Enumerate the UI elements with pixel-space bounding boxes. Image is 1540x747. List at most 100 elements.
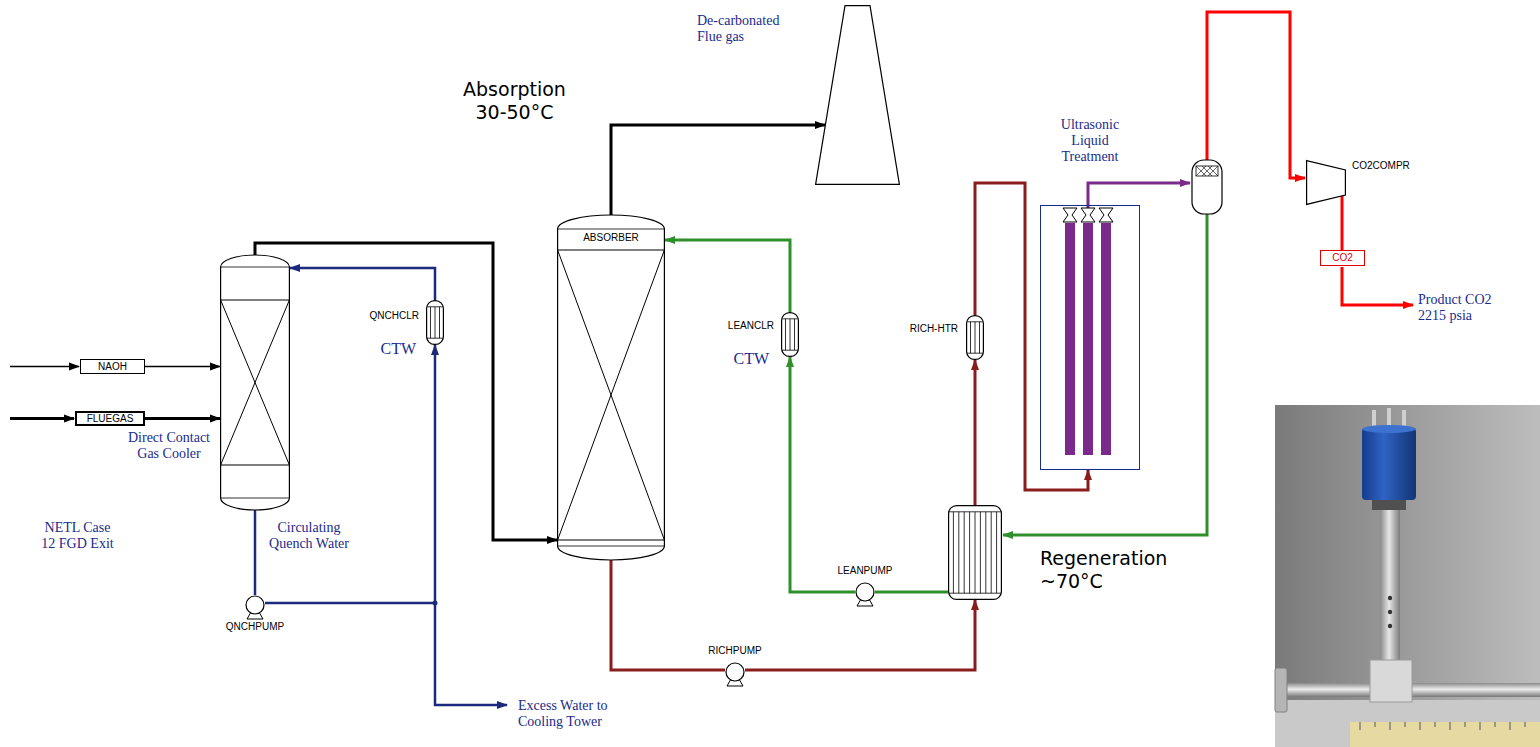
stream-tag: CO2: [1320, 252, 1365, 264]
compressor-outline: [1307, 161, 1346, 205]
pump-symbol: QNCHPUMP: [245, 595, 265, 615]
packing-section: [221, 300, 290, 465]
horn-port: [1388, 624, 1392, 628]
section-heading: Regeneration ~70°C: [1040, 547, 1200, 593]
ruler: [1350, 722, 1540, 747]
sonotrode-tube: [1065, 223, 1075, 455]
stream-tag-box: CO2: [1320, 250, 1365, 266]
process-stream: [265, 345, 435, 603]
stream-note: De-carbonated Flue gas: [697, 13, 797, 45]
transducer-head: [1099, 208, 1113, 222]
process-stream: [145, 417, 220, 420]
excess-water-line: [435, 603, 507, 705]
feed-tag-box: NAOH: [80, 359, 145, 374]
tag-box-outline: [1321, 251, 1365, 266]
stream-note: NETL Case 12 FGD Exit: [30, 520, 125, 552]
heat-exchanger-outline: [966, 315, 984, 360]
tube-bundle: [786, 319, 795, 350]
exchanger-shell: [782, 313, 799, 357]
tube-sheet: [949, 512, 1002, 593]
process-stream: [790, 357, 855, 592]
heat-exchanger-outline: [426, 300, 444, 345]
tube-bundle: [971, 322, 980, 353]
pump-symbol: LEANPUMP: [855, 582, 875, 602]
vessel-seam: [221, 267, 290, 498]
reactor-frame: [1041, 206, 1140, 470]
pump-symbol-outline: [245, 595, 265, 615]
tag-box-outline: [81, 360, 145, 374]
feed-tag-box: FLUEGAS: [75, 411, 145, 426]
stream-tag: FLUEGAS: [75, 413, 145, 425]
pump-casing: [246, 596, 264, 614]
stream-note: Product CO2 2215 psia: [1418, 292, 1510, 324]
absorber-column-outline: [557, 215, 665, 560]
tag-box-outline: [76, 412, 144, 425]
process-stream: [745, 600, 975, 670]
photo-background: [1275, 405, 1540, 747]
quench-column-outline: [220, 255, 290, 510]
process-stream: [974, 360, 977, 505]
ruler-ticks: [1360, 722, 1525, 730]
stream-tag: NAOH: [80, 361, 145, 373]
probe-horn: [1380, 510, 1400, 665]
transducer-head: [1063, 208, 1077, 222]
equipment-tag: LEANCLR: [689, 320, 774, 332]
tube-sheet: [782, 319, 799, 350]
co2-vapour-line: [1207, 12, 1305, 178]
demister-mesh: [1196, 166, 1218, 176]
flash-drum: [1192, 160, 1222, 214]
photo-table: [1275, 700, 1540, 747]
pump-casing: [856, 583, 874, 601]
utility-label: CTW: [719, 350, 769, 368]
exchanger-shell: [967, 316, 984, 360]
process-stream: [254, 510, 257, 595]
section-heading: Absorption 30-50°C: [447, 78, 582, 124]
equipment-tag: QNCHPUMP: [220, 621, 290, 633]
heat-exchanger: LEANCLRCTW: [781, 312, 799, 357]
naoh-feed-line: [10, 366, 79, 367]
process-stream: [665, 240, 790, 312]
equipment-tag: LEANPUMP: [825, 565, 905, 577]
process-stream: [1341, 196, 1344, 250]
vessel-shell: [221, 255, 290, 510]
horn-port: [1388, 610, 1392, 614]
utility-label: CTW: [366, 340, 416, 358]
tube-sheet: [967, 322, 984, 353]
vessel-shell: [558, 215, 665, 560]
equipment-tag: RICH-HTR: [878, 323, 958, 335]
heat-exchanger: RICH-HTR: [966, 315, 984, 360]
transducer-head: [1081, 208, 1095, 222]
exchanger-shell: [949, 506, 1002, 600]
vessel-seam: [558, 229, 665, 546]
quench-column: Direct Contact Gas Cooler: [220, 255, 290, 510]
ultrasonic-reactor-outline: [1040, 205, 1140, 470]
compressor-symbol-outline: [1306, 160, 1346, 205]
equipment-tag: QNCHCLR: [331, 310, 419, 322]
pump-symbol-outline: [725, 662, 745, 682]
exchanger-shell: [427, 301, 444, 345]
equipment-name: Direct Contact Gas Cooler: [123, 430, 215, 462]
pump-symbol: RICHPUMP: [725, 662, 745, 682]
absorber-column: ABSORBER: [557, 215, 665, 560]
cross-exchanger-outline: [948, 505, 1002, 600]
housing-top: [1362, 425, 1416, 433]
process-stream: [611, 560, 725, 670]
process-stream: [145, 366, 220, 367]
process-stream: [290, 268, 435, 300]
pump-casing: [726, 663, 744, 681]
equipment-tag: ABSORBER: [557, 232, 665, 244]
process-stream: [975, 183, 1088, 490]
stream-note: Circulating Quench Water: [262, 520, 356, 552]
tube-flange: [1275, 668, 1287, 712]
tube-sheet: [427, 307, 444, 338]
process-stream: [611, 125, 825, 215]
stack-symbol: De-carbonated Flue gas: [815, 5, 900, 185]
lean-solvent-line: [1003, 214, 1207, 535]
probe-collar: [1372, 500, 1406, 510]
equipment-tag: CO2COMPR: [1352, 160, 1422, 172]
equipment-tag: RICHPUMP: [695, 645, 775, 657]
product-co2-line: [1342, 267, 1413, 305]
cross-exchanger: Regeneration ~70°C: [948, 505, 1002, 600]
flue-gas-feed-line: [10, 417, 74, 420]
heat-exchanger: QNCHCLRCTW: [426, 300, 444, 345]
